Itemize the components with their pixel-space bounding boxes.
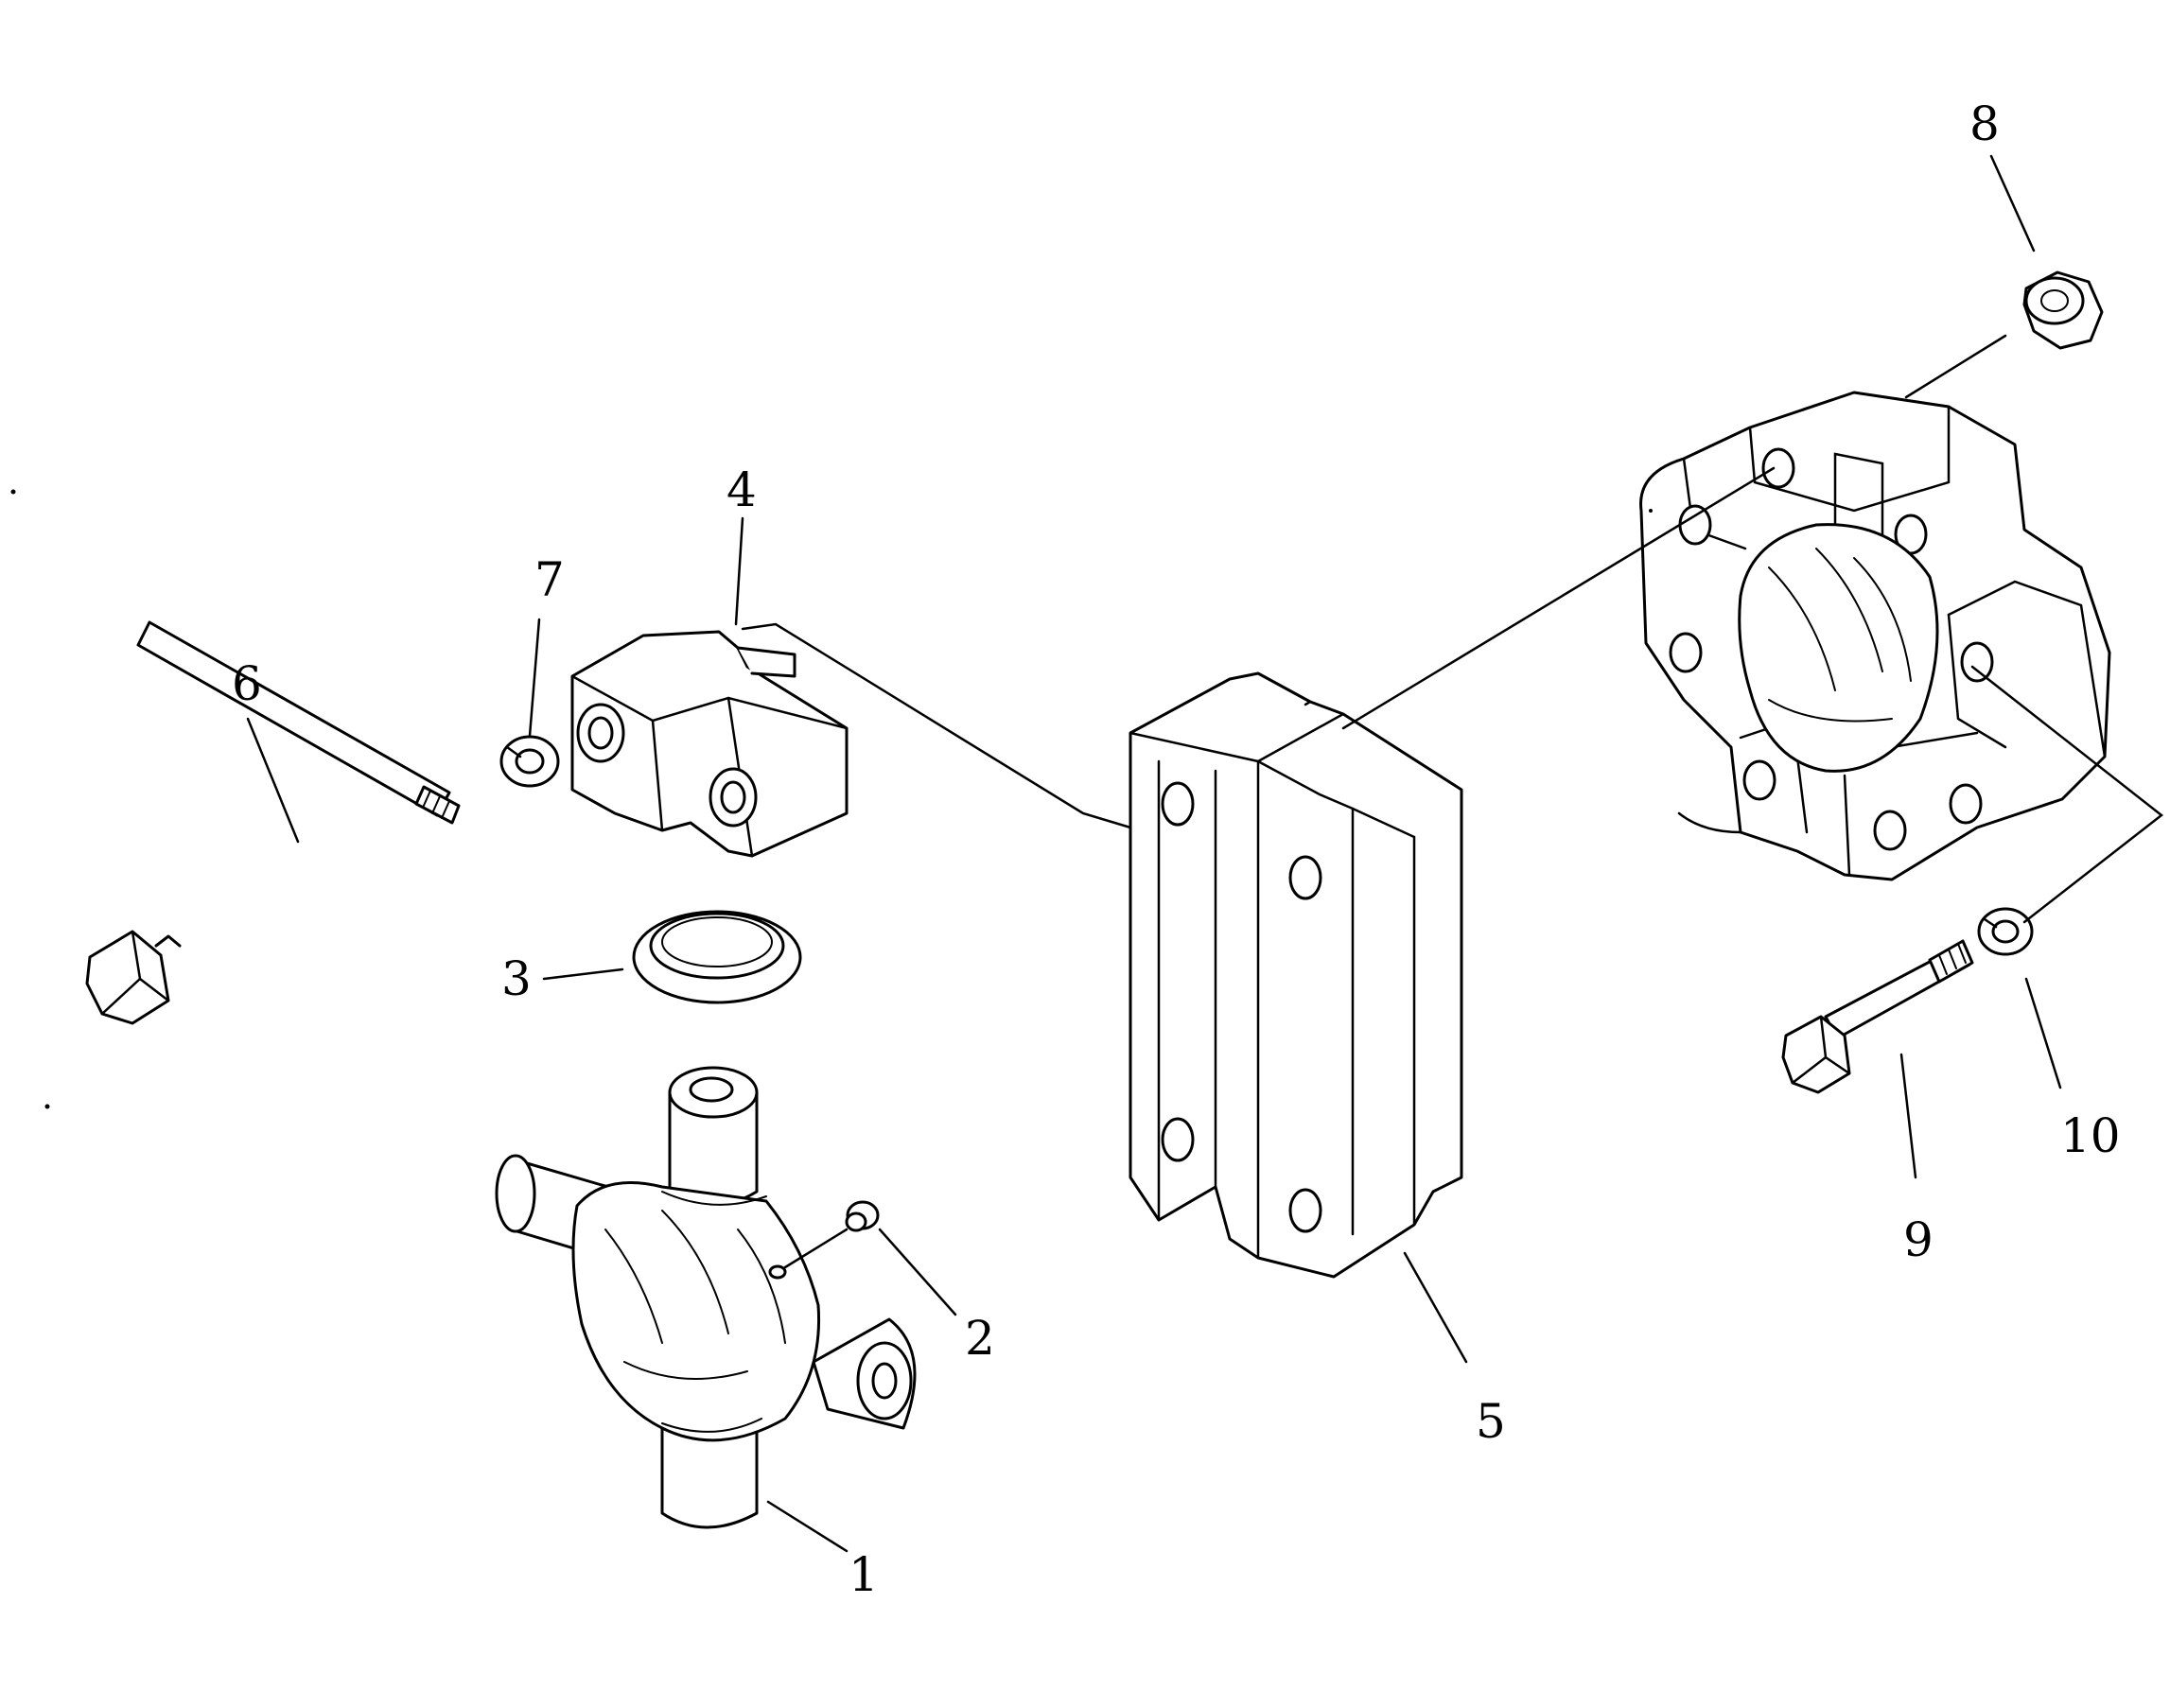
callout-7: 7: [534, 552, 565, 607]
callout-4: 4: [726, 462, 757, 517]
callout-1: 1: [849, 1547, 879, 1602]
bearing-cap: [570, 630, 849, 858]
callout-labels: 1 2 3 4 5 6 7 8 9 10: [232, 96, 2121, 1602]
lock-washer-left: [499, 735, 560, 788]
callout-8: 8: [1969, 96, 2000, 151]
long-bolt: [85, 620, 461, 1025]
nut: [2022, 270, 2104, 350]
alignment-lines: [741, 334, 2164, 924]
callout-9: 9: [1903, 1212, 1934, 1267]
scan-specks: [10, 489, 1653, 1109]
universal-joint-spider: [495, 1066, 917, 1529]
lock-washer-right: [1977, 907, 2034, 956]
leader-lines: [246, 154, 2062, 1553]
yoke: [1129, 671, 1463, 1279]
callout-5: 5: [1476, 1394, 1506, 1449]
seal-ring: [632, 910, 802, 1004]
coupling-assembly: [1639, 391, 2111, 881]
callout-2: 2: [965, 1311, 995, 1366]
callout-3: 3: [501, 951, 532, 1006]
short-bolt: [1781, 939, 1974, 1094]
grease-fitting: [783, 1200, 880, 1269]
callout-10: 10: [2060, 1108, 2121, 1163]
callout-6: 6: [232, 656, 262, 711]
